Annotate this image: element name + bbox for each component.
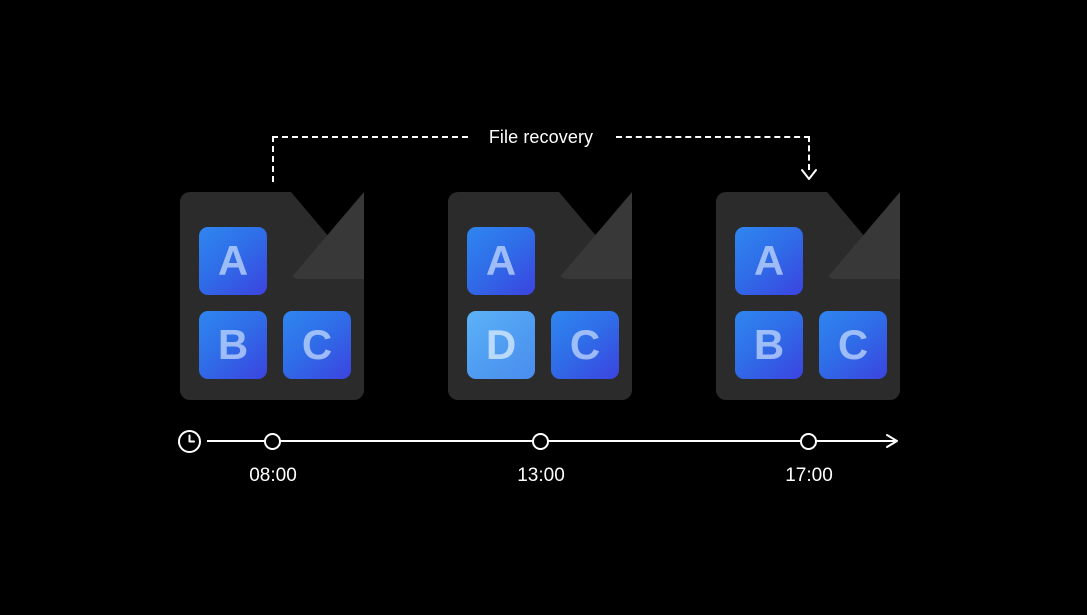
recovery-label: File recovery (488, 127, 594, 147)
file-block-letter: D (485, 321, 517, 368)
document-snapshot-1[interactable]: A B C (180, 192, 364, 400)
document-snapshot-2[interactable]: A D C (448, 192, 632, 400)
timeline-axis (207, 440, 895, 442)
timeline-marker-3[interactable] (800, 433, 817, 450)
timeline-marker-1[interactable] (264, 433, 281, 450)
file-block-letter: C (837, 321, 869, 368)
file-block-c[interactable]: C (283, 311, 351, 379)
file-block-letter: A (217, 237, 249, 284)
file-block-d[interactable]: D (467, 311, 535, 379)
document-block-grid: A D C (467, 227, 619, 379)
recovery-bracket-left-horizontal (272, 136, 468, 138)
recovery-bracket-right-vertical (808, 136, 810, 170)
file-block-b[interactable]: B (199, 311, 267, 379)
recovery-bracket-right-horizontal (616, 136, 810, 138)
file-block-letter: C (301, 321, 333, 368)
timeline-label-2: 13:00 (517, 465, 565, 486)
timeline-arrow-right-icon (886, 434, 898, 448)
document-block-grid: A B C (735, 227, 887, 379)
recovery-arrow-down-icon (801, 169, 817, 180)
file-block-letter: B (753, 321, 785, 368)
recovery-bracket-left-vertical (272, 136, 274, 182)
file-block-letter: A (485, 237, 517, 284)
file-block-a[interactable]: A (467, 227, 535, 295)
file-block-a[interactable]: A (735, 227, 803, 295)
file-block-letter: C (569, 321, 601, 368)
file-block-c[interactable]: C (819, 311, 887, 379)
timeline-label-3: 17:00 (785, 465, 833, 486)
timeline-label-1: 08:00 (249, 465, 297, 486)
file-block-b[interactable]: B (735, 311, 803, 379)
file-block-letter: A (753, 237, 785, 284)
file-block-letter: B (217, 321, 249, 368)
document-snapshot-3[interactable]: A B C (716, 192, 900, 400)
clock-icon (178, 430, 201, 453)
file-block-c[interactable]: C (551, 311, 619, 379)
document-block-grid: A B C (199, 227, 351, 379)
file-block-a[interactable]: A (199, 227, 267, 295)
timeline-marker-2[interactable] (532, 433, 549, 450)
